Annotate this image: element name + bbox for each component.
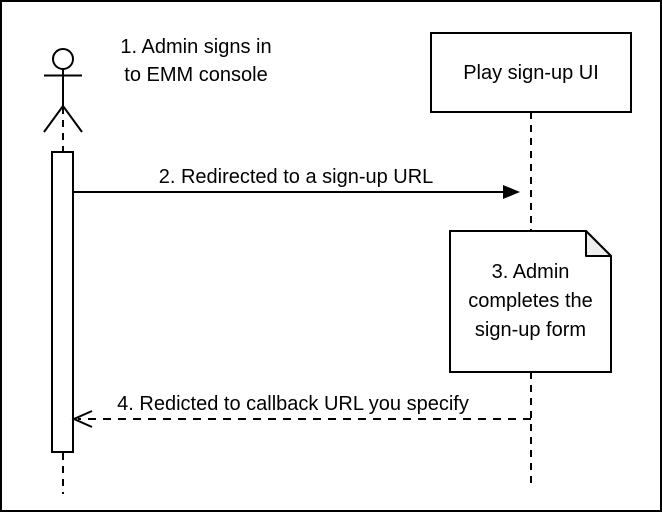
message-4-label: 4. Redicted to callback URL you specify — [117, 393, 469, 415]
participant-box-label: Play sign-up UI — [463, 61, 599, 84]
actor-right-leg — [62, 105, 83, 133]
message-redirect-arrow — [73, 185, 520, 199]
participant-box — [430, 32, 632, 113]
arrowhead-filled-icon — [503, 185, 520, 199]
note-shape — [449, 230, 612, 373]
actor-left-leg — [43, 105, 64, 133]
message-callback-arrow — [71, 410, 531, 428]
message-2-label: 2. Redirected to a sign-up URL — [158, 166, 434, 188]
message-1-label: 1. Admin signs in to EMM console — [120, 36, 272, 86]
actor-icon — [43, 48, 83, 133]
note-body — [449, 230, 612, 373]
activation-bar — [51, 151, 74, 453]
note-fold-corner — [585, 230, 612, 257]
note-label: 3. Admin completes the sign-up form — [468, 261, 593, 341]
arrowhead-open-icon — [71, 410, 93, 428]
